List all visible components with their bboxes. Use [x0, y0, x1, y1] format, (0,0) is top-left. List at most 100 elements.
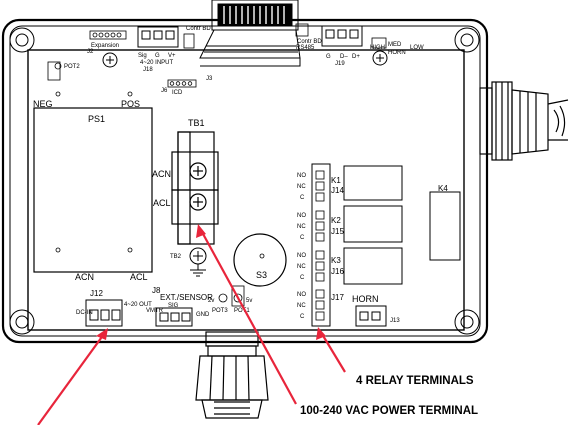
j14-c-label: C — [300, 195, 305, 201]
j16-nc-label: NC — [297, 264, 306, 270]
sig-label: SIG — [168, 303, 179, 309]
j17-nc-label: NC — [297, 303, 306, 309]
vmtr-label: VMTR — [146, 308, 164, 314]
tb1-power-terminal-block: TB1 ACN ACL — [152, 118, 219, 245]
j18-sig-label: Sig — [138, 53, 147, 59]
relay-terminals-j15: NO NC C — [297, 210, 325, 242]
corner-screw-top-left — [9, 27, 35, 53]
top-ribbon-cable — [199, 0, 301, 67]
rs485-ctrl-label: Contr BD — [297, 39, 322, 45]
arrow-j12-head — [96, 328, 108, 340]
med-label: MED — [388, 42, 402, 48]
v5-label: 5v — [246, 298, 252, 304]
k2-label: K2 — [331, 216, 341, 225]
horn-volume-selector: HIGH MED LOW HORN — [370, 37, 424, 66]
right-cable-gland — [479, 81, 569, 161]
j17-no-label: NO — [297, 292, 306, 298]
callout-arrows — [37, 224, 346, 425]
ctrl-bd-label: Contr BD — [186, 26, 211, 32]
j16-c-label: C — [300, 275, 305, 281]
j16-label: J16 — [331, 267, 344, 276]
j19-dplus-label: D+ — [352, 54, 360, 60]
ps1-power-supply: NEG PS1 POS ACN ACL — [33, 91, 153, 282]
tb1-screw-acn — [189, 162, 207, 180]
arrow-relay-head — [316, 327, 326, 340]
ctrl-bd-switch: Contr BD — [183, 26, 211, 49]
tb2-label: TB2 — [170, 254, 182, 260]
k4-label: K4 — [438, 184, 448, 193]
j19-rs485-connector: G D– D+ J19 — [321, 25, 363, 67]
tb1-acn-label: ACN — [152, 169, 171, 179]
j3-label: J3 — [206, 76, 213, 82]
tb2-ground-terminal: TB2 — [170, 247, 207, 277]
j14-label: J14 — [331, 186, 344, 195]
j13-horn-connector: HORN J13 — [352, 294, 400, 327]
rs485-switch: Contr BD RS485 — [295, 23, 322, 51]
gnd-label: GND — [196, 312, 210, 318]
dc-in-label: DC-IN — [76, 310, 93, 316]
pot3-label: POT3 — [212, 308, 228, 314]
horn-selector-label: HORN — [388, 50, 406, 56]
horn-label: HORN — [352, 294, 379, 304]
pot1-label: POT1 — [234, 308, 250, 314]
bottom-cable-gland — [195, 331, 269, 419]
s3-buzzer: S3 — [233, 233, 287, 287]
j15-c-label: C — [300, 235, 305, 241]
low-label: LOW — [410, 45, 424, 51]
corner-screw-bottom-right — [454, 309, 480, 335]
icd-label: ICD — [172, 90, 183, 96]
j14-no-label: NO — [297, 173, 306, 179]
corner-screws — [9, 27, 480, 335]
j16-no-label: NO — [297, 253, 306, 259]
k3-label: K3 — [331, 256, 341, 265]
j18-vplus-label: V+ — [168, 53, 176, 59]
j2-expansion-header: Expansion J2 — [87, 30, 127, 55]
pot2-label: POT2 — [64, 64, 80, 70]
relay-k3-body — [343, 247, 403, 285]
pot3-pot1-area: 2v 5v POT3 POT1 — [208, 285, 252, 314]
ps-acn-label: ACN — [75, 272, 94, 282]
pot2-area: POT2 — [47, 61, 80, 81]
j13-label: J13 — [390, 318, 400, 324]
j19-g-label: G — [326, 54, 331, 60]
rs485-label: RS485 — [296, 45, 315, 51]
j18-label: J18 — [143, 67, 153, 73]
j18-g-label: G — [155, 53, 160, 59]
j6-label: J6 — [161, 88, 168, 94]
pos-label: POS — [121, 99, 140, 109]
neg-label: NEG — [33, 99, 53, 109]
ext-sensor-label: EXT./SENSOR — [160, 293, 213, 302]
j18-input-connector: Sig G V+ 4~20 INPUT J18 — [137, 26, 179, 73]
circuit-board — [27, 49, 465, 331]
enclosure-inner-wall — [9, 25, 481, 337]
v2-label: 2v — [208, 298, 214, 304]
j12-connector: J12 DC-IN 4~20 OUT — [76, 289, 152, 327]
j17-label: J17 — [331, 293, 344, 302]
corner-screw-bottom-left — [9, 309, 35, 335]
j15-nc-label: NC — [297, 224, 306, 230]
expansion-label: Expansion — [91, 43, 119, 49]
arrow-relay — [321, 333, 346, 373]
j14-nc-label: NC — [297, 184, 306, 190]
relay-terminals-j16: NO NC C — [297, 250, 325, 282]
high-label: HIGH — [370, 45, 385, 51]
j15-label: J15 — [331, 227, 344, 236]
j2-label: J2 — [87, 49, 94, 55]
j12-label: J12 — [90, 289, 103, 298]
mount-screw-top-mid — [102, 52, 118, 68]
relay-terminals-callout: 4 RELAY TERMINALS — [356, 375, 474, 387]
relay-k1-body — [343, 165, 403, 201]
power-terminal-callout: 100-240 VAC POWER TERMINAL — [300, 405, 478, 417]
relay-terminals-j17: NO NC C — [297, 289, 325, 321]
k1-label: K1 — [331, 176, 341, 185]
j19-label: J19 — [335, 61, 345, 67]
ps-acl-label: ACL — [130, 272, 148, 282]
relay-section — [311, 163, 461, 327]
tb1-screw-acl — [189, 193, 207, 211]
ps1-label: PS1 — [88, 114, 105, 124]
arrow-j12 — [37, 333, 105, 425]
arrow-power-terminal-head — [196, 224, 206, 238]
s3-label: S3 — [256, 270, 267, 280]
out-420-label: 4~20 OUT — [124, 302, 152, 308]
